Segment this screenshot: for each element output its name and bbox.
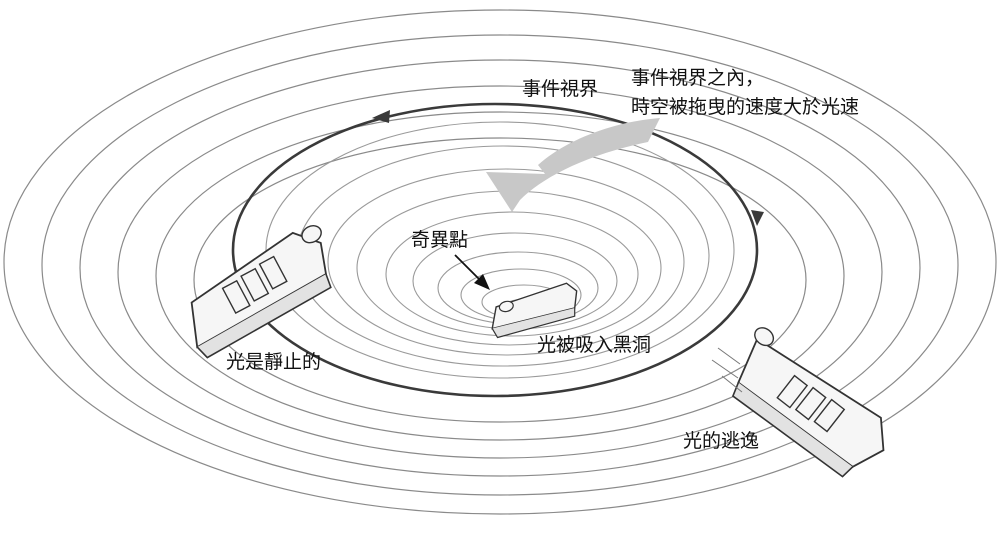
horizon-arrowhead-right bbox=[751, 210, 764, 226]
event-horizon-label: 事件視界 bbox=[522, 78, 598, 100]
curved-arrow-icon bbox=[486, 118, 660, 212]
inside-horizon-line2: 時空被拖曳的速度大於光速 bbox=[631, 96, 859, 118]
singularity-label: 奇異點 bbox=[411, 229, 468, 251]
pointer-arrow-icon bbox=[454, 254, 490, 290]
light-absorbed-label: 光被吸入黑洞 bbox=[537, 334, 651, 356]
spacetime-ripples bbox=[3, 9, 997, 515]
light-static-label: 光是靜止的 bbox=[226, 351, 321, 373]
motion-lines bbox=[711, 347, 743, 393]
boat-icon bbox=[731, 327, 885, 478]
boat-icon bbox=[190, 225, 332, 359]
event-horizon-ring bbox=[231, 102, 759, 398]
horizon-arrowhead-top bbox=[372, 110, 390, 123]
light-escape-label: 光的逃逸 bbox=[683, 430, 759, 452]
inside-horizon-line1: 事件視界之內， bbox=[631, 67, 764, 89]
boat-icon bbox=[491, 282, 578, 339]
